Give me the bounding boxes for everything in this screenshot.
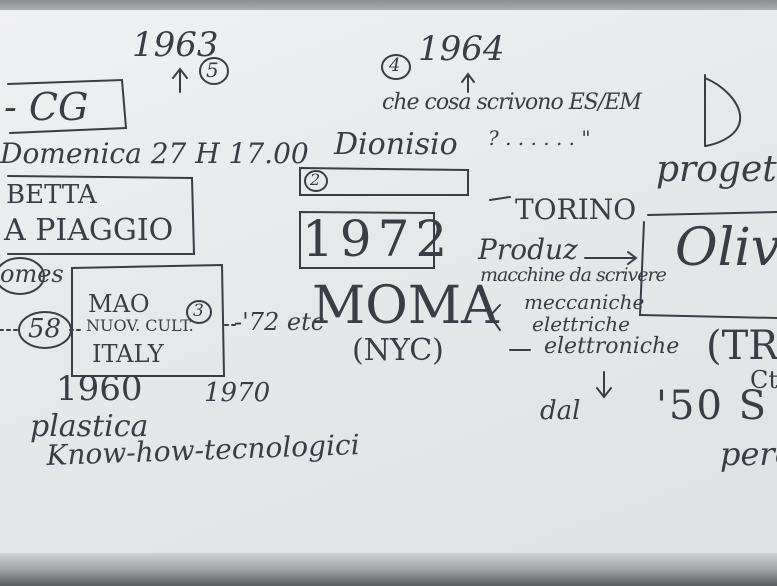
- betta-label: BETTA: [6, 180, 97, 210]
- circle-mark: [381, 54, 411, 80]
- ct-label: Ct: [750, 366, 777, 394]
- marker-tray: [0, 553, 777, 586]
- elettriche-note: elettriche: [532, 312, 631, 336]
- box-mark: [7, 175, 196, 255]
- handwritten-dots: ? . . . . . . ": [488, 126, 591, 150]
- arrow-up-icon: [172, 67, 188, 93]
- year-1970: 1970: [204, 378, 271, 408]
- box-mark: [299, 210, 435, 269]
- domenica-note: Domenica 27 H 17.00: [0, 137, 309, 170]
- dal-label: dal: [540, 396, 581, 426]
- nyc-label: (NYC): [352, 333, 444, 368]
- italy-label: ITALY: [92, 340, 164, 368]
- dash-mark: [489, 196, 511, 201]
- moma-label: MOMA: [312, 276, 499, 336]
- circle-mark: [304, 170, 328, 192]
- perc-label: perc: [720, 435, 777, 473]
- torino-label: TORINO: [515, 193, 637, 226]
- nuov-cult-label: NUOV. CULT.: [86, 316, 194, 335]
- whiteboard-surface: [0, 10, 777, 558]
- arrow-right-icon: [584, 251, 638, 265]
- dionisio-label: Dionisio: [334, 127, 458, 162]
- circled-number: 3: [193, 301, 204, 321]
- cg-label: - CG: [4, 85, 89, 129]
- seventy-two-note: -'72 etc: [234, 308, 325, 336]
- piaggio-label: A PIAGGIO: [4, 213, 174, 248]
- arrow-down-icon: [596, 371, 612, 399]
- year-1972: 1972: [302, 210, 454, 268]
- circle-mark: [186, 300, 212, 324]
- circle-mark: [199, 57, 229, 85]
- dotted-line: [0, 324, 236, 331]
- meccaniche-note: meccaniche: [524, 290, 645, 314]
- macchine-note: macchine da scrivere: [480, 264, 667, 286]
- handwritten-note: che cosa scrivono ES/EM: [382, 90, 642, 115]
- year-1964: 1964: [418, 29, 505, 69]
- fifty-s-label: '50 S: [656, 383, 769, 429]
- progetto-label: progetto: [656, 149, 777, 190]
- year-1960: 1960: [56, 369, 143, 409]
- box-mark: [299, 166, 469, 196]
- plastica-label: plastica: [30, 409, 149, 444]
- elettroniche-note: elettroniche: [544, 334, 680, 359]
- d-letter-shape: [704, 74, 742, 147]
- omes-label: omes: [0, 260, 64, 288]
- circled-number: 5: [206, 58, 219, 82]
- tra-label: (TRA: [706, 323, 777, 369]
- box-mark: [71, 263, 226, 377]
- arrow-up-icon: [461, 72, 475, 93]
- box-mark: [7, 78, 128, 134]
- number-58: 58: [28, 314, 62, 344]
- year-1963: 1963: [132, 25, 219, 65]
- olive-label: Olive: [675, 218, 777, 278]
- box-mark: [638, 211, 777, 319]
- produz-label: Produz: [478, 233, 578, 266]
- circled-number: 2: [310, 170, 321, 189]
- circle-mark: [0, 257, 45, 295]
- circled-number: 4: [389, 55, 401, 76]
- bracket-mark: [488, 304, 501, 331]
- mao-label: MAO: [88, 290, 150, 318]
